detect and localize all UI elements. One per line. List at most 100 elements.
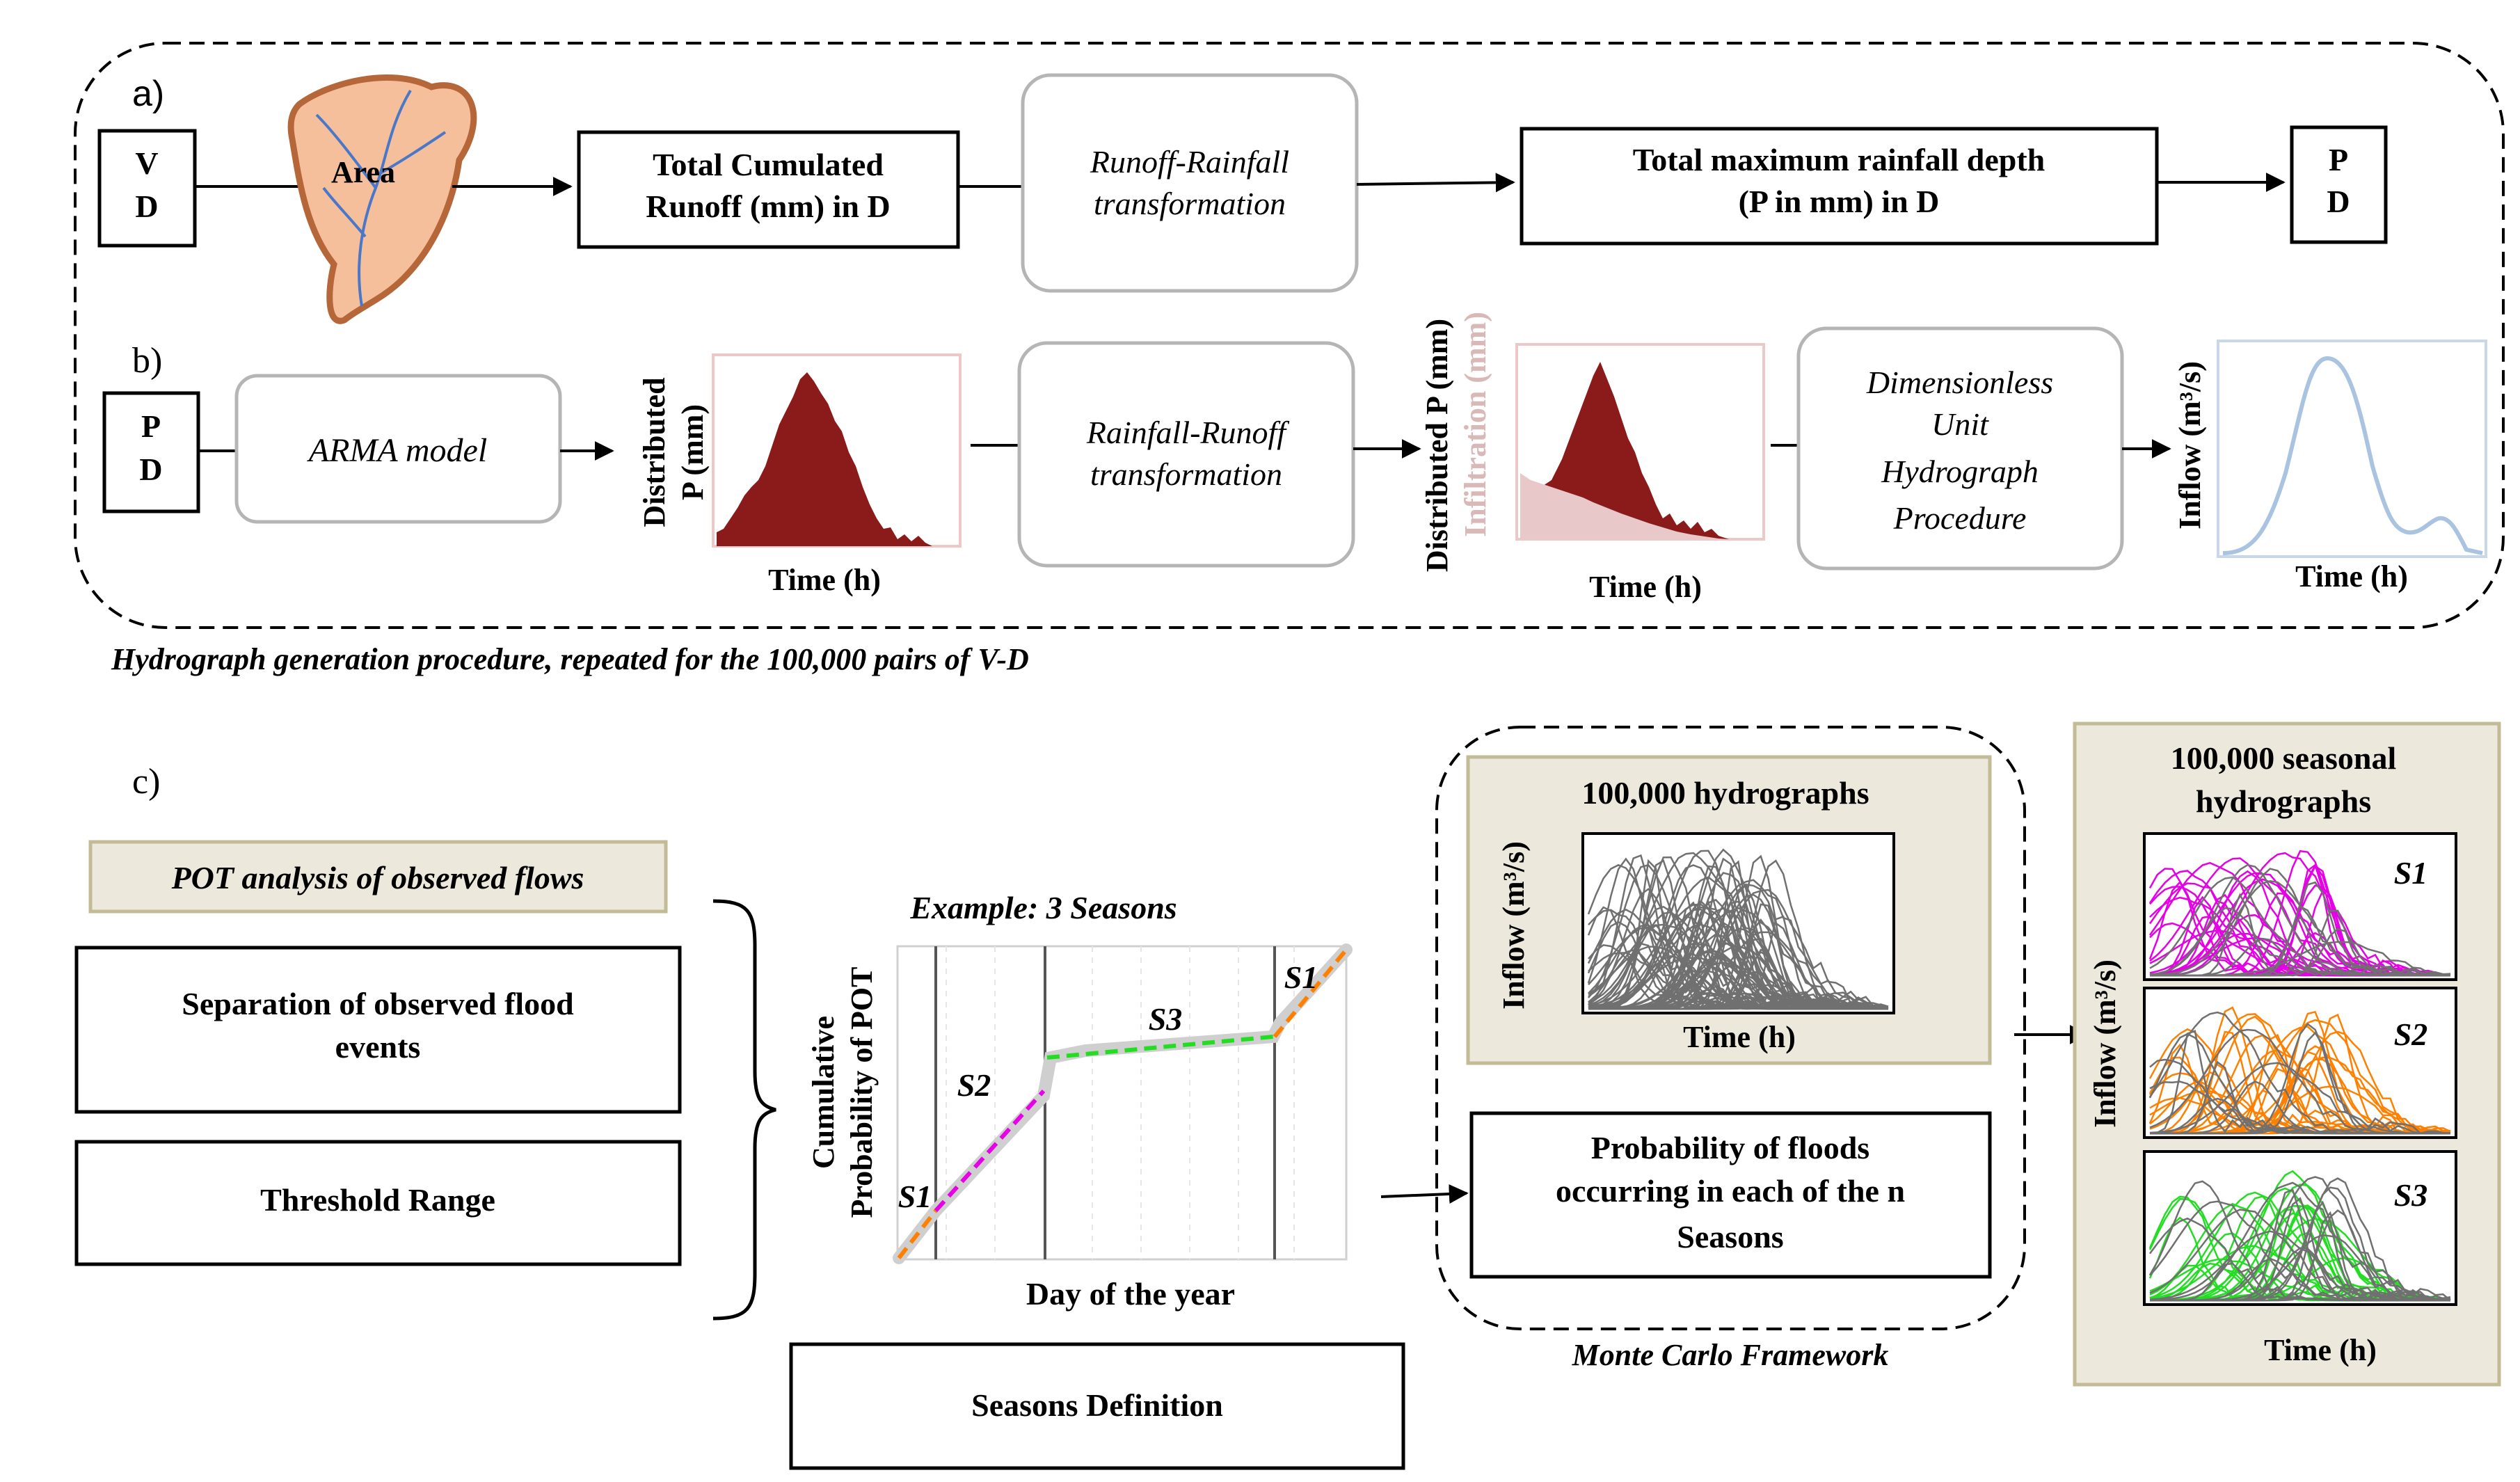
pot-analysis-box <box>88 840 668 914</box>
infil-chart-ylabel1: Distributed P (mm) <box>1420 319 1454 572</box>
vd-box-line2: D <box>135 189 158 224</box>
s1-lines-curve <box>2150 909 2451 977</box>
mc-hydrograph-lines <box>1587 848 1889 1010</box>
season-chart-ylabel1: Cumulative <box>806 1016 840 1169</box>
total-runoff-line2: Runoff (mm) in D <box>646 189 890 224</box>
mc-lines-curve <box>1588 927 1889 1010</box>
total-runoff-box <box>577 130 960 249</box>
mc-hydrographs-xlabel: Time (h) <box>1683 1020 1796 1054</box>
seasonal-s3-lines <box>2148 1170 2451 1302</box>
duh-line2: Unit <box>1931 406 1989 442</box>
pd-box-a <box>2290 125 2388 244</box>
rain-chart-ylabel2: P (mm) <box>676 404 710 500</box>
runoff-rainfall-box <box>1021 73 1359 293</box>
separation-line1: Separation of observed flood <box>182 986 574 1021</box>
pd-box-b <box>102 391 200 513</box>
duh-line4: Procedure <box>1893 500 2027 536</box>
monte-carlo-caption: Monte Carlo Framework <box>1572 1338 1889 1372</box>
rain-chart-ylabel1: Distributed <box>637 377 671 527</box>
seasonal-xlabel: Time (h) <box>2264 1333 2377 1367</box>
separation-box <box>74 946 682 1114</box>
mc-hydrographs-ylabel: Inflow (m³/s) <box>1497 841 1531 1010</box>
s3-lines-curve <box>2150 1211 2451 1302</box>
panel-c-label: c) <box>132 762 160 802</box>
area-label: Area <box>331 155 395 189</box>
duh-line1: Dimensionless <box>1866 365 2053 400</box>
rain-hyetograph <box>717 372 932 546</box>
seasonal-s1-lines <box>2148 850 2451 977</box>
caption-hydrograph-procedure: Hydrograph generation procedure, repeate… <box>111 642 1029 676</box>
panel-a-label: a) <box>132 74 164 114</box>
seasons-definition-box <box>789 1342 1405 1470</box>
seasonal-s1-label: S1 <box>2394 855 2428 891</box>
pd-box-b-line1: P <box>141 408 161 444</box>
season-label-s3: S3 <box>1149 1001 1183 1037</box>
vd-box-line1: V <box>135 145 158 181</box>
catchment-area-shape <box>287 74 477 324</box>
arma-model-box <box>234 374 562 524</box>
rainfall-depth-line2: (P in mm) in D <box>1739 184 1940 219</box>
season-chart-grid <box>896 945 1348 1261</box>
inflow-chart-ylabel: Inflow (m³/s) <box>2173 361 2207 529</box>
pd-box-a-line2: D <box>2327 184 2350 219</box>
seasons-definition-label: Seasons Definition <box>971 1387 1223 1423</box>
seasonal-s2-lines <box>2148 1006 2451 1135</box>
panel-b-label: b) <box>132 341 162 381</box>
pd-box-a-line1: P <box>2329 142 2348 177</box>
runoff-rainfall-line1: Runoff-Rainfall <box>1090 144 1289 180</box>
season-chart-xlabel: Day of the year <box>1026 1276 1235 1312</box>
rainfall-depth-box <box>1520 127 2159 246</box>
monte-carlo-frame <box>1435 726 2026 1330</box>
probability-box <box>1469 1111 1992 1279</box>
rainfall-depth-line1: Total maximum rainfall depth <box>1633 142 2045 177</box>
rainfall-runoff-line1: Rainfall-Runoff <box>1086 415 1290 450</box>
threshold-box <box>74 1140 682 1266</box>
mc-hydrographs-title: 100,000 hydrographs <box>1581 775 1869 811</box>
s3-lines-curve <box>2149 1218 2450 1302</box>
duh-line3: Hydrograph <box>1881 454 2039 489</box>
seasonal-s2-label: S2 <box>2394 1017 2428 1052</box>
runoff-rainfall-line2: transformation <box>1094 186 1286 221</box>
season-s1-start-segment <box>897 1209 938 1259</box>
arma-model-label: ARMA model <box>307 432 487 469</box>
inflow-chart-xlabel: Time (h) <box>2295 559 2408 593</box>
rainfall-runoff-box <box>1017 341 1355 568</box>
transform-to-rainfall-arrow <box>1356 173 1515 193</box>
season-label-s2: S2 <box>957 1067 991 1103</box>
season-label-s1-end: S1 <box>1284 959 1318 995</box>
s1-lines-curve <box>2149 868 2450 977</box>
example-title: Example: 3 Seasons <box>909 890 1177 925</box>
threshold-label: Threshold Range <box>260 1182 495 1218</box>
river-lines <box>315 89 447 307</box>
infil-chart-ylabel2: Infiltration (mm) <box>1458 312 1492 537</box>
vd-box <box>97 129 197 248</box>
infil-infiltration-area <box>1520 473 1729 539</box>
pd-box-b-line2: D <box>139 452 162 487</box>
s3-lines-curve <box>2149 1230 2450 1302</box>
infil-chart-xlabel: Time (h) <box>1589 570 1702 604</box>
seasonal-title-line2: hydrographs <box>2196 783 2371 819</box>
panel-ab-frame <box>74 42 2505 629</box>
seasonal-s3-label: S3 <box>2394 1177 2428 1213</box>
season-to-prob-arrow <box>1380 1184 1469 1204</box>
inflow-hydrograph-line <box>2222 356 2483 555</box>
probability-line3: Seasons <box>1677 1219 1783 1254</box>
seasonal-title-line1: 100,000 seasonal <box>2171 740 2397 776</box>
seasonal-ylabel: Inflow (m³/s) <box>2088 959 2122 1128</box>
mc-lines-curve <box>1587 921 1888 1010</box>
probability-line1: Probability of floods <box>1591 1130 1869 1165</box>
separation-line2: events <box>335 1029 421 1065</box>
rainfall-runoff-line2: transformation <box>1090 456 1282 492</box>
curly-brace <box>712 899 776 1321</box>
season-label-s1-start: S1 <box>898 1179 932 1214</box>
season-chart-ylabel2: Probability of POT <box>845 967 879 1218</box>
probability-line2: occurring in each of the n <box>1556 1173 1905 1209</box>
season-s2-segment <box>934 1089 1046 1213</box>
total-runoff-line1: Total Cumulated <box>653 147 884 182</box>
pot-analysis-label: POT analysis of observed flows <box>171 860 584 895</box>
inflow-chart-frame <box>2217 340 2487 558</box>
rain-chart-xlabel: Time (h) <box>768 563 881 597</box>
s2-lines-curve <box>2149 1062 2451 1135</box>
s2-lines-curve <box>2149 1028 2450 1135</box>
